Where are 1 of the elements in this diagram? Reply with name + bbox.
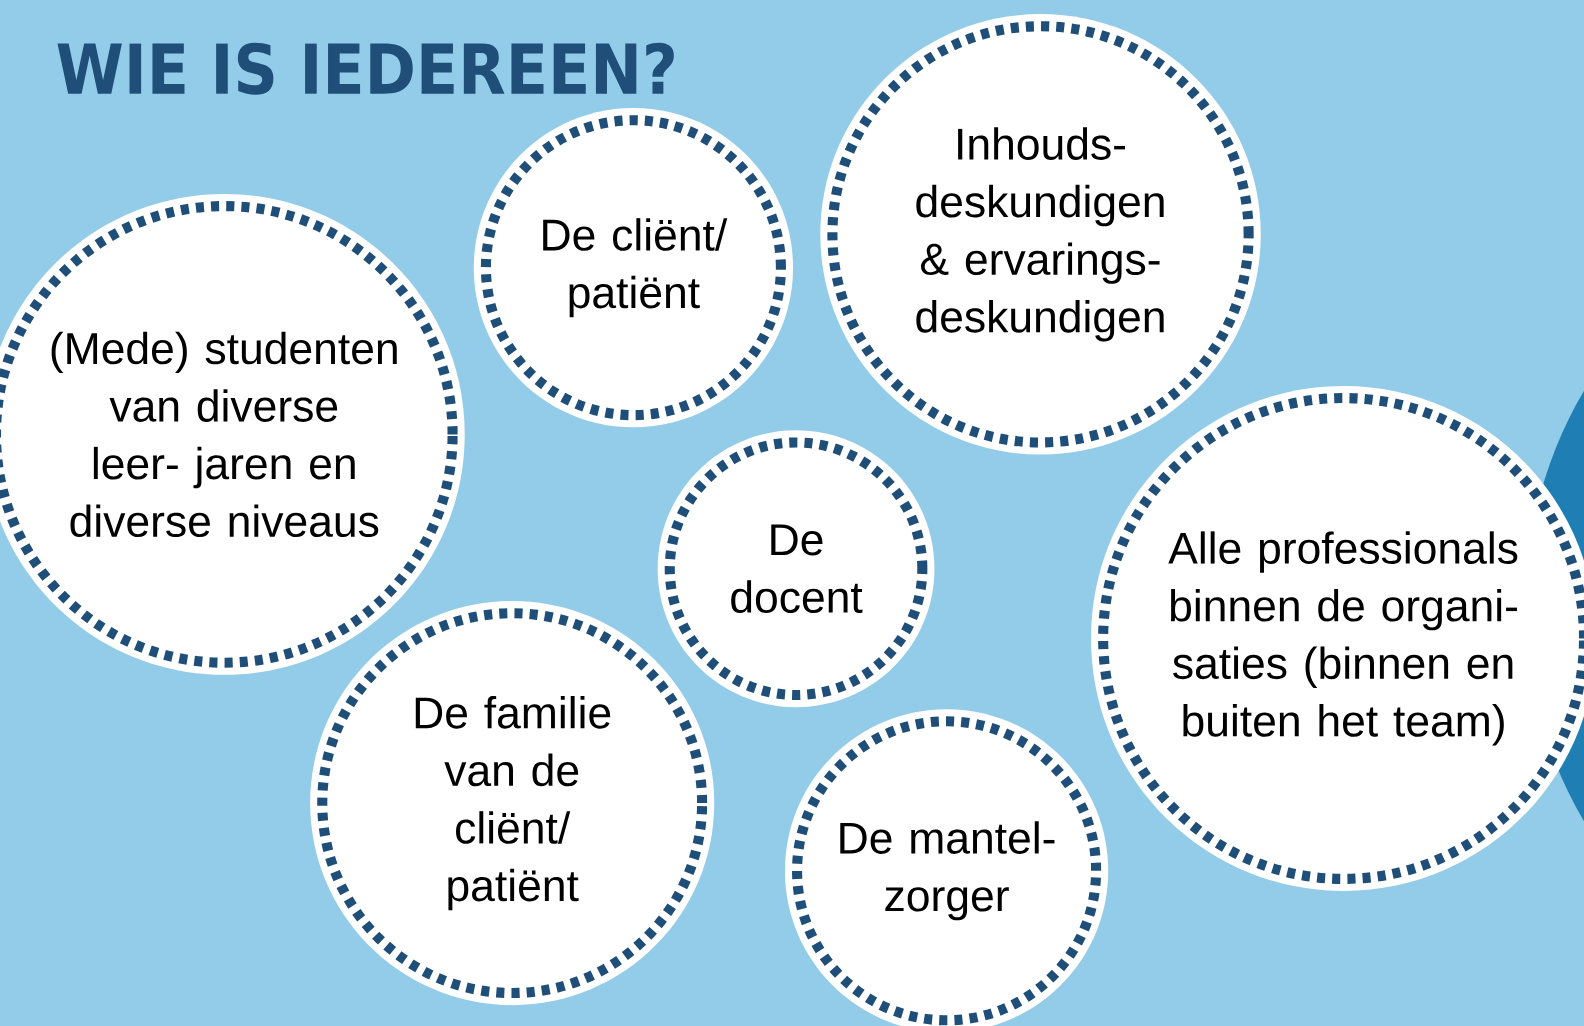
title: WIE IS IEDEREEN? <box>57 42 674 95</box>
